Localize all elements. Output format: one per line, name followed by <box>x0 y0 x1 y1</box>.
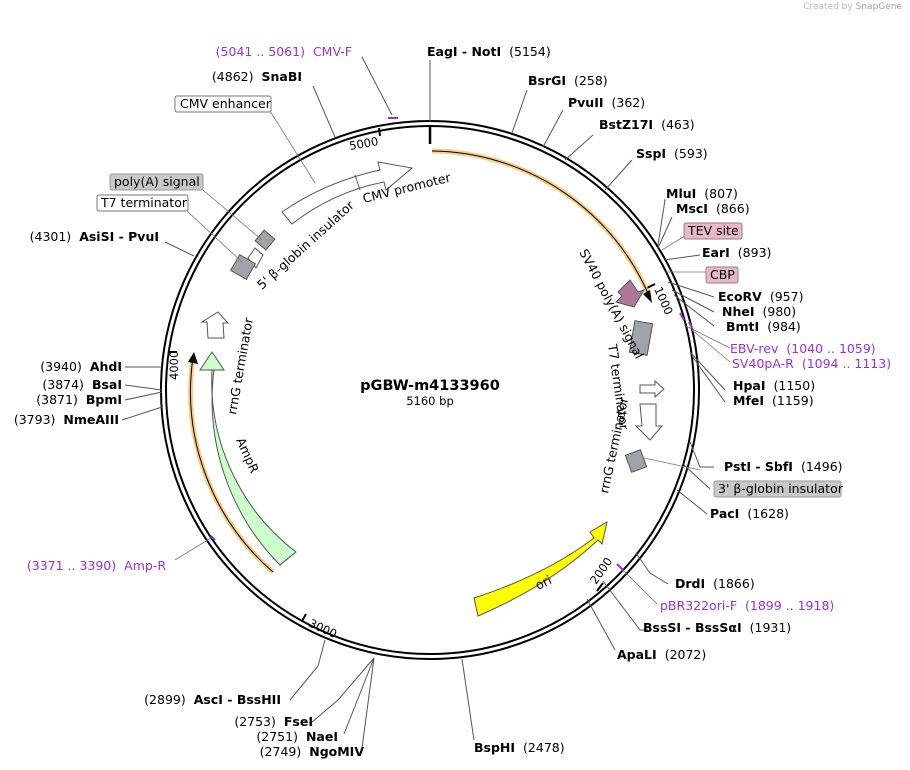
enzyme-bstz17i: BstZ17I(463) <box>599 117 695 132</box>
plasmid-name: pGBW-m4133960 <box>360 378 500 394</box>
rrng-terminator-arrow-right <box>634 403 664 441</box>
enzyme-mfei: MfeI(1159) <box>733 393 814 408</box>
sv40-polya-arrow <box>615 279 646 308</box>
enzyme-snabi: (4862)SnaBI <box>212 69 302 84</box>
enzyme-psti-sbfi: PstI - SbfI(1496) <box>724 459 843 474</box>
svg-text:TEV site: TEV site <box>687 223 739 238</box>
enzyme-hpai: HpaI(1150) <box>733 378 815 393</box>
primer-cmv-f: (5041 .. 5061)CMV-F <box>216 44 352 59</box>
credit-prefix: Created by <box>803 2 853 12</box>
svg-text:poly(A) signal: poly(A) signal <box>114 174 200 189</box>
enzyme-fsei: (2753)FseI <box>234 714 313 729</box>
label-rrng-terminator-right: rrnG terminator <box>596 395 631 495</box>
label-rrng-terminator-left: rrnG terminator <box>224 316 256 416</box>
enzyme-bsphi: BspHI(2478) <box>474 740 565 755</box>
ampr-arrow <box>199 351 297 566</box>
enzyme-msci: MscI(866) <box>676 201 750 216</box>
cmv-promoter-arrow <box>281 161 414 225</box>
tick-4000: 4000 <box>167 351 181 380</box>
feature-box-cmv-enhancer: CMV enhancer <box>174 95 272 113</box>
svg-text:CMV enhancer: CMV enhancer <box>180 96 272 111</box>
enzyme-bpmi: (3871)BpmI <box>36 392 122 407</box>
feature-box-tev-site: TEV site <box>683 222 743 240</box>
t7-terminator-block-right <box>628 320 654 356</box>
feature-box-cbp: CBP <box>705 266 739 284</box>
orf-arc-right-line <box>431 150 651 299</box>
enzyme-ecorv: EcoRV(957) <box>718 289 803 304</box>
enzyme-asci-bsshii: (2899)AscI - BssHII <box>144 692 281 707</box>
enzyme-eari: EarI(893) <box>702 245 771 260</box>
orf-arc-left-line <box>190 356 274 573</box>
enzyme-bsai: (3874)BsaI <box>42 377 122 392</box>
enzyme-bsssi: BssSI - BssSαI(1931) <box>643 620 791 635</box>
cmv-divider <box>354 174 361 191</box>
label-ampr: AmpR <box>233 435 262 476</box>
feature-box-t7-terminator: T7 terminator <box>96 194 189 212</box>
enzyme-ahdi: (3940)AhdI <box>40 359 122 374</box>
enzyme-sspi: SspI(593) <box>636 146 708 161</box>
enzyme-drdi: DrdI(1866) <box>675 576 755 591</box>
ampr-end <box>279 551 297 566</box>
primer-marks <box>210 117 693 572</box>
enzyme-bmti: BmtI(984) <box>726 319 801 334</box>
enzyme-asisi-pvui: (4301)AsiSI - PvuI <box>30 229 159 244</box>
enzyme-mlui: MluI(807) <box>666 186 738 201</box>
ori-arrow <box>473 520 608 617</box>
primer-amp-r: (3371 .. 3390)Amp-R <box>27 558 166 573</box>
orf-arrowhead-right <box>643 290 652 303</box>
enzyme-nhei: NheI(980) <box>722 304 796 319</box>
enzyme-paci: PacI(1628) <box>710 506 789 521</box>
primer-ebv-rev: EBV-rev(1040 .. 1059) <box>730 341 876 356</box>
tick-5000: 5000 <box>348 134 379 153</box>
plasmid-size: 5160 bp <box>406 394 454 408</box>
globin-insulator-3-block <box>624 449 648 473</box>
tick-marks <box>169 127 656 622</box>
enzyme-leaders <box>121 56 726 749</box>
snapgene-credit: Created by SnapGene <box>803 2 902 12</box>
enzyme-ngomiv: (2749)NgoMIV <box>260 744 365 759</box>
enzyme-pvuii: PvuII(362) <box>568 95 645 110</box>
svg-text:CBP: CBP <box>710 267 735 282</box>
orf-arc-right <box>431 148 653 299</box>
t7-terminator-block-left <box>230 254 256 280</box>
rrng-terminator-arrow-left <box>200 311 230 339</box>
orf-arrowhead-left <box>188 352 198 364</box>
credit-brand: SnapGene <box>855 2 902 12</box>
enzyme-bsrgi: BsrGI(258) <box>528 73 608 88</box>
label-ori: ori <box>533 572 554 593</box>
svg-text:3' β-globin insulator: 3' β-globin insulator <box>718 481 844 496</box>
enzyme-apali: ApaLI(2072) <box>617 647 706 662</box>
primer-sv40pa-r: SV40pA-R(1094 .. 1113) <box>732 356 891 371</box>
enzyme-nmeaiii: (3793)NmeAIII <box>14 412 119 427</box>
polya-signal-block <box>254 229 276 251</box>
feature-box-polya-signal: poly(A) signal <box>109 173 204 191</box>
svg-text:T7 terminator: T7 terminator <box>100 195 188 210</box>
enzyme-naei: (2751)NaeI <box>256 729 338 744</box>
feature-box-3-globin-insulator: 3' β-globin insulator <box>713 480 844 498</box>
tick-1000: 1000 <box>651 285 676 317</box>
small-arrow-right <box>639 379 665 399</box>
primer-pbr322ori-f: pBR322ori-F(1899 .. 1918) <box>660 598 834 613</box>
enzyme-eagi-noti: EagI - NotI(5154) <box>427 44 551 59</box>
